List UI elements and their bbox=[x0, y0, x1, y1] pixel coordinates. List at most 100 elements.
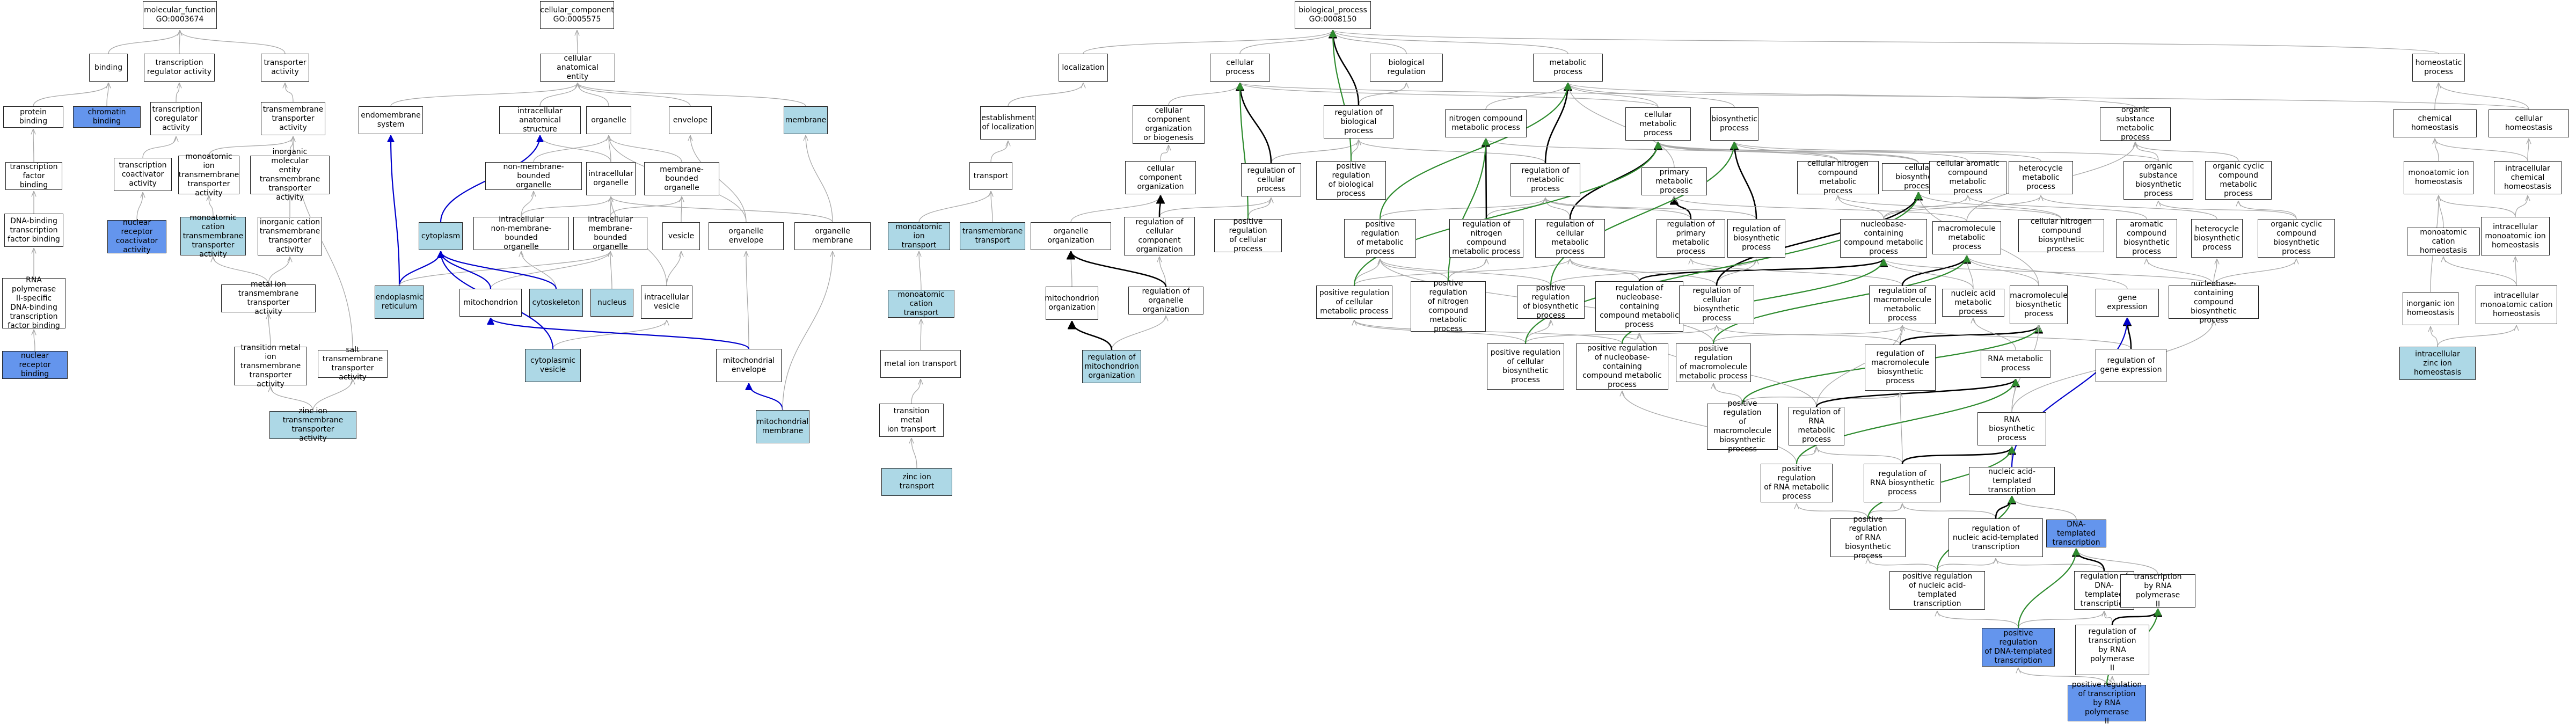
go-node-nmbo[interactable]: non-membrane-bounded organelle bbox=[485, 162, 582, 190]
go-node-posregmet[interactable]: positive regulation of metabolic process bbox=[1344, 219, 1416, 258]
go-node-trnapol[interactable]: transcription by RNA polymerase II bbox=[2120, 573, 2195, 609]
go-node-nucleobio[interactable]: nucleobase-containing compound biosynthe… bbox=[2169, 280, 2259, 325]
go-node-regprim[interactable]: regulation of primary metabolic process bbox=[1656, 219, 1725, 258]
go-node-intchem[interactable]: intracellular chemical homeostasis bbox=[2494, 161, 2562, 194]
go-node-orgmem[interactable]: organelle membrane bbox=[794, 222, 871, 250]
go-node-nucacidmet[interactable]: nucleic acid metabolic process bbox=[1942, 289, 2004, 317]
go-node-intmonocat[interactable]: intracellular monoatomic cation homeosta… bbox=[2476, 286, 2557, 324]
go-node-regccorg[interactable]: regulation of cellular component organiz… bbox=[1124, 217, 1195, 255]
go-node-transmetal[interactable]: transition metal ion transmembrane trans… bbox=[234, 343, 307, 389]
go-node-cae[interactable]: cellular anatomical entity bbox=[540, 54, 615, 82]
go-node-rnabio[interactable]: RNA biosynthetic process bbox=[1977, 412, 2046, 445]
go-node-transport[interactable]: transport bbox=[969, 162, 1012, 190]
go-node-inorgmol[interactable]: inorganic molecular entity transmembrane… bbox=[250, 148, 330, 202]
go-node-orgsubmet[interactable]: organic substance metabolic process bbox=[2100, 106, 2171, 142]
go-node-regtrnapol[interactable]: regulation of transcription by RNA polym… bbox=[2075, 625, 2149, 675]
go-node-ccorg[interactable]: cellular component organization bbox=[1125, 161, 1196, 194]
go-node-dnatt[interactable]: DNA-templated transcription bbox=[2046, 520, 2106, 547]
go-node-regnitro[interactable]: regulation of nitrogen compound metaboli… bbox=[1449, 219, 1523, 258]
go-node-mitomem[interactable]: mitochondrial membrane bbox=[756, 410, 809, 443]
go-node-posregcellbio[interactable]: positive regulation of cellular biosynth… bbox=[1487, 343, 1564, 390]
go-node-posregrnamet[interactable]: positive regulation of RNA metabolic pro… bbox=[1761, 464, 1833, 502]
go-node-organelle[interactable]: organelle bbox=[586, 106, 631, 134]
go-node-posregnitro[interactable]: positive regulation of nitrogen compound… bbox=[1411, 279, 1486, 333]
go-node-inorgionhomeo[interactable]: inorganic ion homeostasis bbox=[2403, 292, 2458, 325]
go-node-posregmacrobio[interactable]: positive regulation of macromolecule bio… bbox=[1707, 399, 1778, 454]
go-node-cellhomeo[interactable]: cellular homeostasis bbox=[2489, 109, 2569, 137]
go-node-regcellmet[interactable]: regulation of cellular metabolic process bbox=[1535, 219, 1605, 258]
go-node-nrbind[interactable]: nuclear receptor binding bbox=[2, 351, 68, 379]
go-node-mitoorg[interactable]: mitochondrion organization bbox=[1045, 287, 1099, 320]
go-node-posregnatt[interactable]: positive regulation of nucleic acid-temp… bbox=[1889, 571, 1985, 610]
go-node-regrnabio[interactable]: regulation of RNA biosynthetic process bbox=[1864, 464, 1941, 502]
go-node-metab[interactable]: metabolic process bbox=[1533, 54, 1603, 82]
go-node-rnapol[interactable]: RNA polymerase II-specific DNA-binding t… bbox=[2, 276, 65, 330]
go-node-bp[interactable]: biological_process GO:0008150 bbox=[1295, 1, 1371, 29]
go-node-natt[interactable]: nucleic acid-templated transcription bbox=[1969, 467, 2055, 495]
go-node-monocattrans[interactable]: monoatomic cation transport bbox=[888, 290, 954, 318]
go-node-intmonoion[interactable]: intracellular monoatomic ion homeostasis bbox=[2481, 217, 2550, 255]
go-node-orgcycbio[interactable]: organic cyclic compound biosynthetic pro… bbox=[2258, 219, 2335, 258]
go-node-regmitoorg[interactable]: regulation of mitochondrion organization bbox=[1082, 350, 1141, 383]
go-node-mitoenv[interactable]: mitochondrial envelope bbox=[716, 349, 782, 382]
go-node-tcoreg[interactable]: transcription coregulator activity bbox=[150, 102, 202, 135]
go-node-intorg[interactable]: intracellular organelle bbox=[586, 162, 636, 195]
go-node-orgsubbio[interactable]: organic substance biosynthetic process bbox=[2123, 161, 2193, 200]
go-node-geneexp[interactable]: gene expression bbox=[2096, 289, 2159, 317]
go-node-cytves[interactable]: cytoplasmic vesicle bbox=[525, 349, 581, 382]
go-node-mbo[interactable]: membrane-bounded organelle bbox=[644, 162, 719, 195]
go-node-biosyn[interactable]: biosynthetic process bbox=[1710, 107, 1758, 141]
go-node-dnabind[interactable]: DNA-binding transcription factor binding bbox=[4, 214, 63, 247]
go-node-cc[interactable]: cellular_component GO:0005575 bbox=[540, 1, 614, 29]
go-node-tfb[interactable]: transcription factor binding bbox=[5, 162, 62, 190]
go-node-estloc[interactable]: establishment of localization bbox=[980, 106, 1036, 140]
go-node-macrobio[interactable]: macromolecule biosynthetic process bbox=[2010, 286, 2068, 324]
go-node-posregmacromet[interactable]: positive regulation of macromolecule met… bbox=[1676, 343, 1751, 382]
go-node-cellnitro[interactable]: cellular nitrogen compound metabolic pro… bbox=[1797, 159, 1879, 195]
go-node-zinct[interactable]: zinc ion transmembrane transporter activ… bbox=[269, 407, 356, 443]
go-node-monoion[interactable]: monoatomic ion transmembrane transporter… bbox=[178, 152, 239, 198]
go-node-primmet[interactable]: primary metabolic process bbox=[1641, 167, 1707, 195]
go-node-local[interactable]: localization bbox=[1059, 54, 1108, 82]
go-node-tra[interactable]: transcription regulator activity bbox=[144, 54, 215, 82]
go-node-mf[interactable]: molecular_function GO:0003674 bbox=[143, 1, 217, 29]
go-node-posregrnabio[interactable]: positive regulation of RNA biosynthetic … bbox=[1830, 515, 1906, 560]
go-node-cellarom[interactable]: cellular aromatic compound metabolic pro… bbox=[1929, 159, 2006, 195]
go-node-regmacromet[interactable]: regulation of macromolecule metabolic pr… bbox=[1869, 286, 1936, 324]
go-node-orgcyc[interactable]: organic cyclic compound metabolic proces… bbox=[2205, 161, 2272, 200]
go-node-posregbiosyn[interactable]: positive regulation of biosynthetic proc… bbox=[1517, 284, 1585, 320]
go-node-monocathomeo[interactable]: monoatomic cation homeostasis bbox=[2407, 228, 2480, 255]
go-node-ccob[interactable]: cellular component organization or bioge… bbox=[1133, 105, 1205, 144]
go-node-orgorg[interactable]: organelle organization bbox=[1031, 222, 1111, 250]
go-node-posregdnatt[interactable]: positive regulation of DNA-templated tra… bbox=[1982, 628, 2055, 667]
go-node-regbio[interactable]: regulation of biological process bbox=[1324, 105, 1393, 138]
go-node-intzinc[interactable]: intracellular zinc ion homeostasis bbox=[2399, 347, 2476, 380]
go-node-tcoact[interactable]: transcription coactivator activity bbox=[114, 158, 172, 191]
go-node-binding[interactable]: binding bbox=[89, 54, 128, 82]
go-node-intves[interactable]: intracellular vesicle bbox=[641, 286, 692, 319]
go-node-homeo[interactable]: homeostatic process bbox=[2412, 54, 2465, 82]
go-node-tmta[interactable]: transmembrane transporter activity bbox=[261, 102, 325, 135]
go-node-heterobio[interactable]: heterocycle biosynthetic process bbox=[2191, 219, 2243, 258]
go-node-zinctrans[interactable]: zinc ion transport bbox=[881, 468, 952, 496]
go-node-inorgcat[interactable]: inorganic cation transmembrane transport… bbox=[258, 217, 322, 255]
go-node-imbo[interactable]: intracellular membrane-bounded organelle bbox=[573, 215, 647, 251]
go-node-vesicle[interactable]: vesicle bbox=[662, 222, 700, 250]
go-node-regrnamet[interactable]: regulation of RNA metabolic process bbox=[1789, 407, 1844, 445]
go-node-inmbo[interactable]: intracellular non-membrane-bounded organ… bbox=[473, 215, 569, 251]
go-node-monoiontrans[interactable]: monoatomic ion transport bbox=[888, 222, 950, 250]
go-node-reggeneexp[interactable]: regulation of gene expression bbox=[2096, 349, 2166, 382]
go-node-er[interactable]: endoplasmic reticulum bbox=[375, 286, 424, 319]
go-node-cytoplasm[interactable]: cytoplasm bbox=[419, 222, 463, 250]
go-node-trans[interactable]: transporter activity bbox=[261, 54, 309, 82]
go-node-macromet[interactable]: macromolecule metabolic process bbox=[1932, 221, 2001, 254]
go-node-monoionhomeo[interactable]: monoatomic ion homeostasis bbox=[2404, 161, 2473, 194]
go-node-regnucleo[interactable]: regulation of nucleobase-containing comp… bbox=[1595, 281, 1683, 332]
go-node-mito[interactable]: mitochondrion bbox=[459, 289, 522, 317]
go-node-posregnucleo[interactable]: positive regulation of nucleobase-contai… bbox=[1576, 343, 1668, 390]
go-node-transmetaltrans[interactable]: transition metal ion transport bbox=[879, 404, 944, 437]
go-node-nitro[interactable]: nitrogen compound metabolic process bbox=[1445, 109, 1527, 137]
go-node-envelope[interactable]: envelope bbox=[669, 106, 712, 134]
go-node-ias[interactable]: intracellular anatomical structure bbox=[499, 106, 581, 134]
go-node-regnatt[interactable]: regulation of nucleic acid-templated tra… bbox=[1949, 518, 2043, 557]
